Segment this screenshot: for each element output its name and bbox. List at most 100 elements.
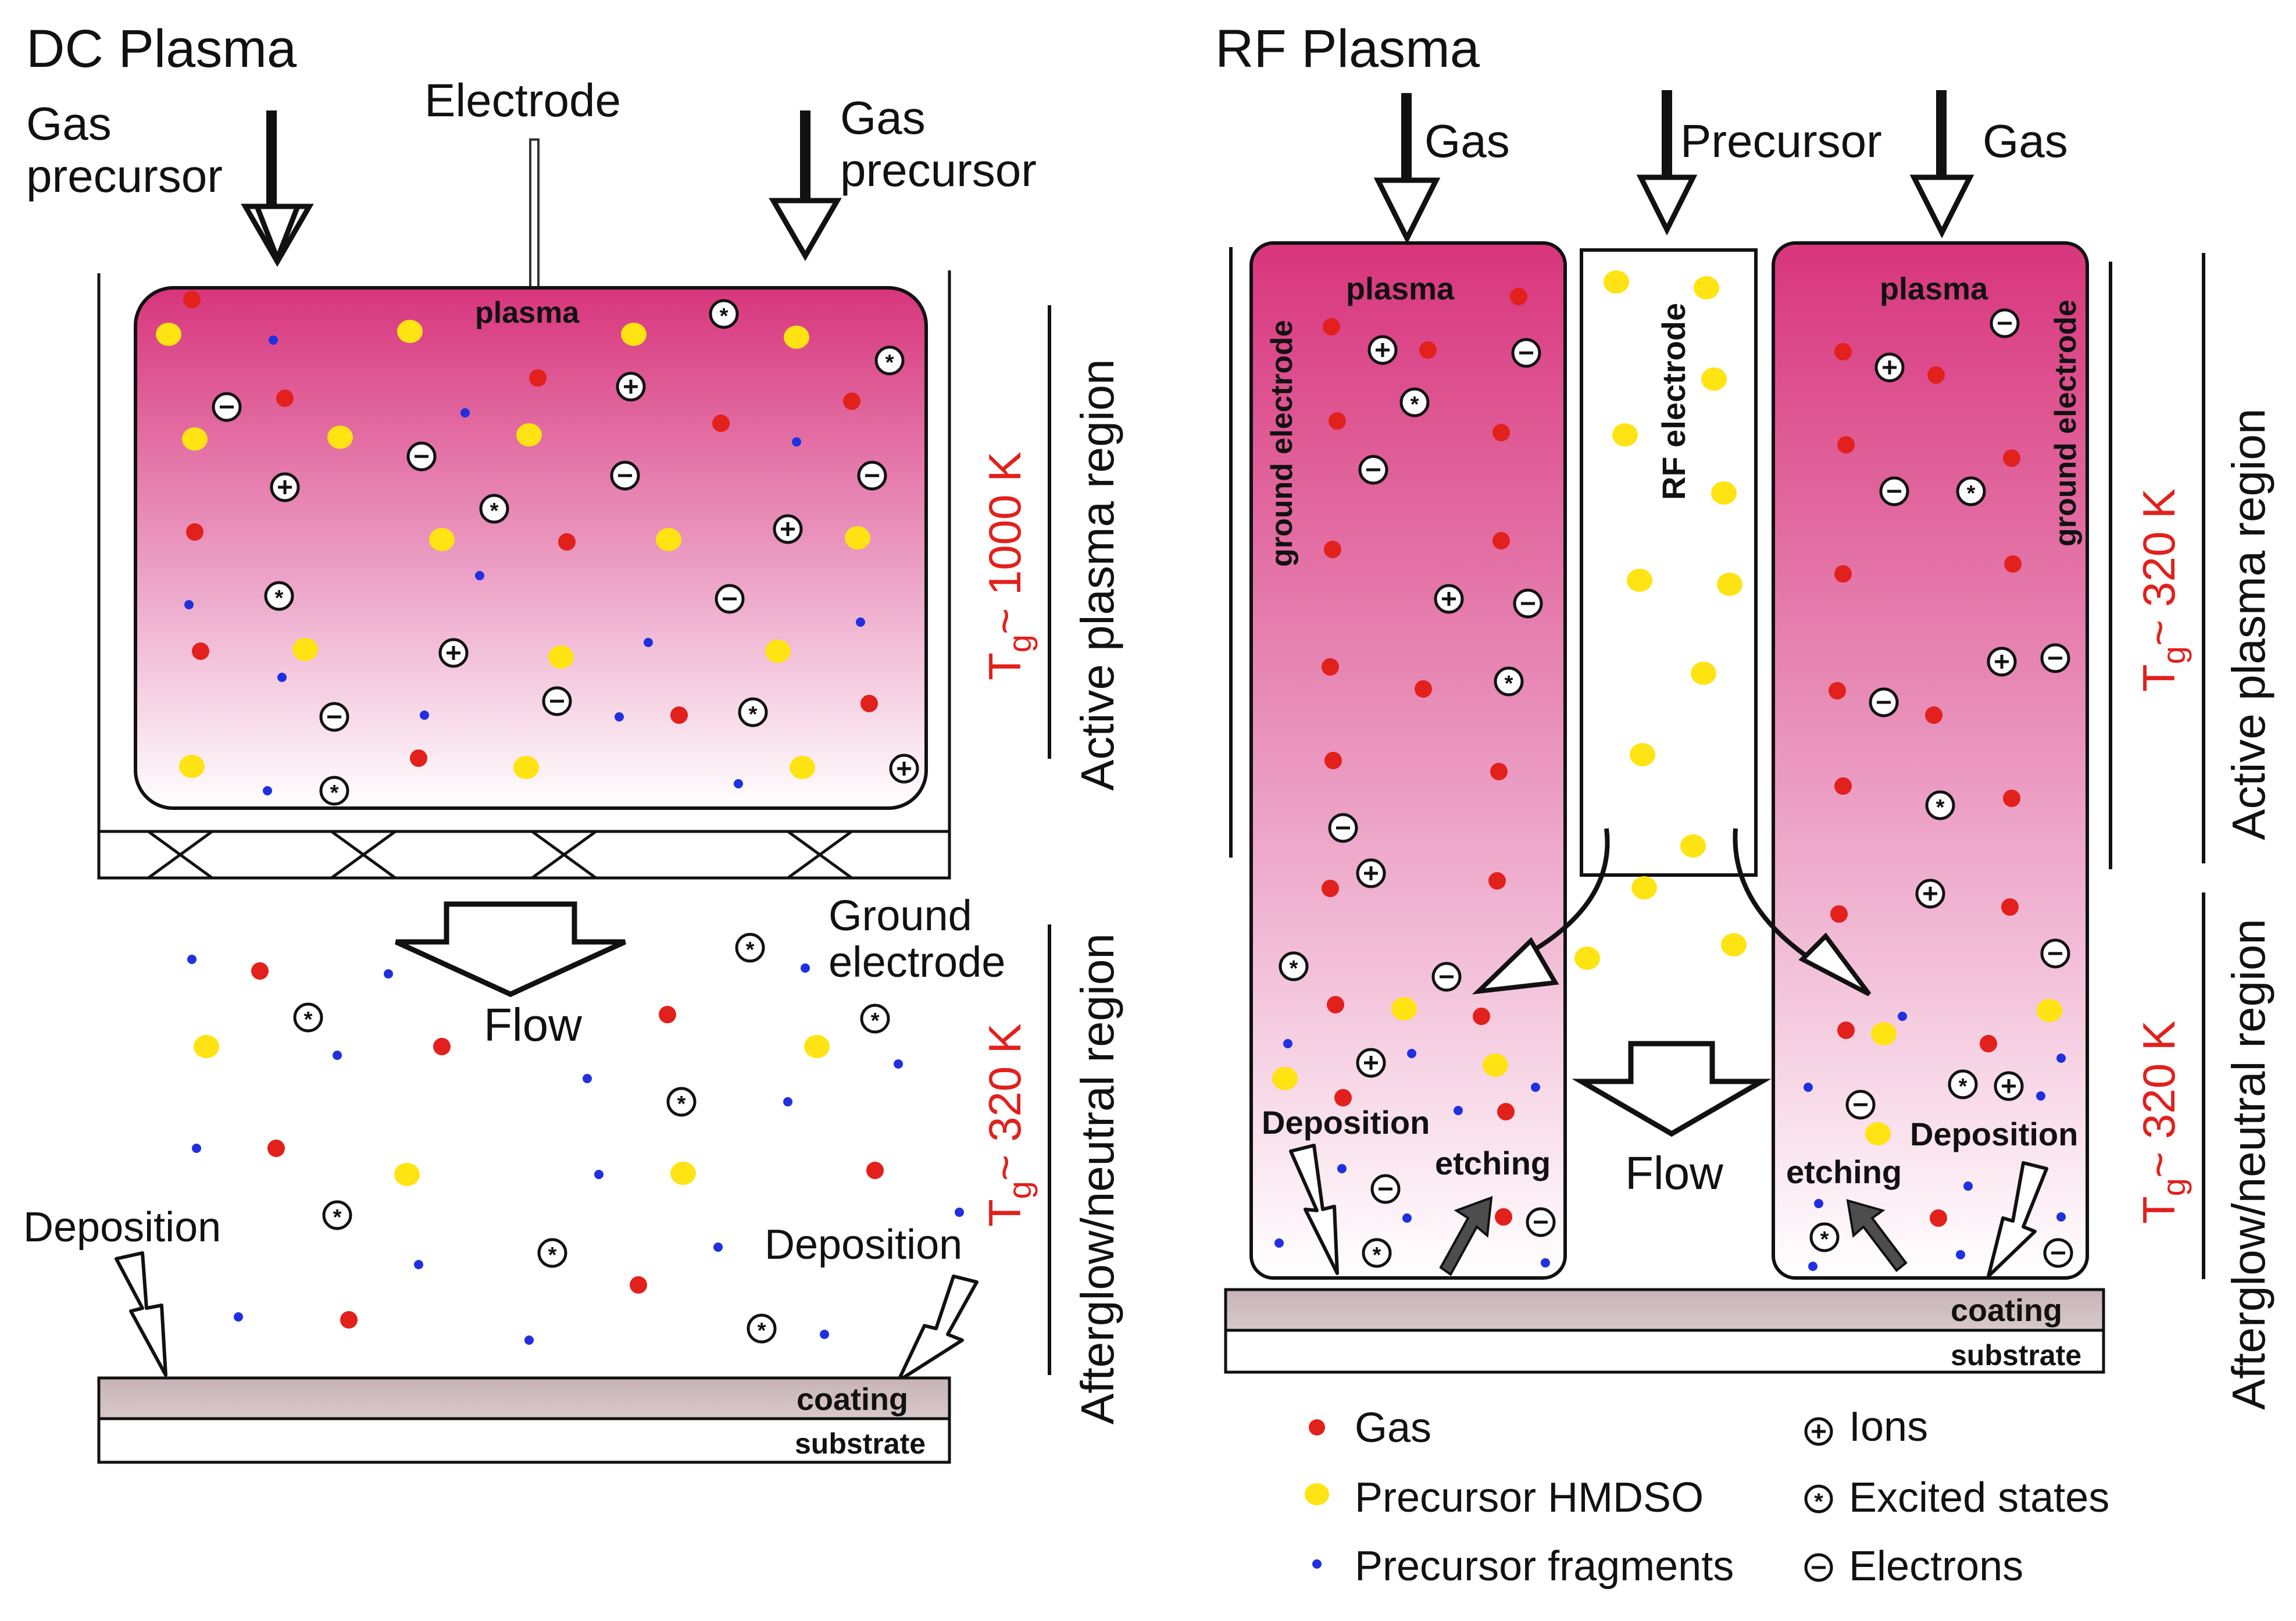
ion-icon [1874, 352, 1905, 383]
excited-state-icon: * [1956, 476, 1986, 506]
rf-temp-active-label: Tg~ 320 K [2133, 488, 2192, 692]
precursor-particle [1694, 276, 1719, 299]
dc-electrode-rod [529, 138, 540, 292]
gas-particle [192, 642, 209, 660]
rf-flow-label: Flow [1625, 1147, 1723, 1199]
excited-state-icon: * [1809, 1222, 1840, 1252]
precursor-particle [548, 645, 574, 669]
precursor-particle [765, 640, 791, 663]
precursor-particle [1391, 997, 1417, 1020]
rf-deposition-label-left: Deposition [1262, 1104, 1430, 1141]
svg-text:*: * [1967, 481, 1976, 506]
precursor-particle [1871, 1022, 1897, 1045]
fragment-particle [644, 638, 653, 647]
rf-electrode-box [1580, 248, 1758, 877]
svg-text:*: * [677, 1092, 686, 1116]
precursor-particle [394, 1163, 420, 1186]
fragment-particle [820, 1330, 829, 1339]
precursor-particle [845, 526, 870, 549]
legend-gas-marker [1309, 1419, 1325, 1436]
svg-text:*: * [1936, 795, 1945, 820]
gas-particle [1834, 343, 1852, 360]
fragment-particle [1541, 1258, 1550, 1267]
rf-plasma-label-left: plasma [1346, 272, 1455, 306]
gas-particle [186, 523, 203, 541]
ion-icon [1367, 335, 1398, 365]
fragment-particle [734, 779, 743, 788]
gas-particle [1497, 1103, 1515, 1120]
electron-icon [212, 392, 242, 422]
svg-text:*: * [885, 351, 894, 375]
dc-title: DC Plasma [26, 19, 297, 78]
legend-ions-label: Ions [1849, 1404, 1928, 1450]
gas-particle [1322, 880, 1339, 897]
svg-text:*: * [330, 781, 339, 805]
rf-active-region-label: Active plasma region [2223, 408, 2274, 840]
ion-icon [1356, 1048, 1386, 1078]
legend-gas-label: Gas [1355, 1405, 1431, 1451]
svg-text:*: * [1814, 1489, 1823, 1515]
electron-icon [1845, 1090, 1876, 1120]
fragment-particle [1337, 1164, 1347, 1173]
fragment-particle [333, 1051, 342, 1060]
legend-fragments-label: Precursor fragments [1355, 1543, 1734, 1590]
dc-gas-label-left-line1: Gas [26, 98, 112, 149]
gas-particle [2001, 898, 2019, 916]
electron-icon [1869, 687, 1899, 717]
gas-particle [1473, 1008, 1490, 1025]
gas-particle [630, 1276, 647, 1294]
fragment-particle [1283, 1039, 1292, 1048]
fragment-particle [1814, 1199, 1823, 1208]
legend-item-precursor: Precursor HMDSO [1305, 1474, 1704, 1521]
rf-plasma-channel-right [1772, 241, 2089, 1280]
electron-icon [1511, 338, 1541, 368]
rf-deposition-label-right: Deposition [1910, 1116, 2078, 1152]
fragment-particle [792, 437, 801, 447]
rf-flow-curve-arrowhead-left [1472, 937, 1559, 995]
dc-temp-active-label: Tg~ 1000 K [979, 452, 1038, 680]
dc-ground-electrode-label-line1: Ground [829, 891, 972, 940]
gas-particle [1495, 1208, 1512, 1226]
legend-ion-icon [1804, 1417, 1833, 1446]
precursor-particle [1272, 1067, 1298, 1090]
rf-gas-label-left: Gas [1424, 115, 1510, 167]
electron-icon [1370, 1174, 1401, 1204]
svg-text:*: * [275, 586, 284, 610]
svg-text:*: * [490, 499, 499, 523]
fragment-particle [801, 963, 810, 973]
precursor-particle [670, 1162, 696, 1185]
dc-coating-label: coating [797, 1382, 908, 1417]
precursor-particle [1604, 270, 1629, 294]
gas-particle [670, 706, 688, 724]
rf-deposition-arrow-right [1987, 1161, 2048, 1278]
svg-text:*: * [871, 1009, 880, 1033]
rf-substrate-layer [1224, 1329, 2105, 1374]
rf-particles: ******** [1272, 270, 2073, 1271]
dc-plasma-chamber [134, 286, 928, 810]
legend-electrons-label: Electrons [1849, 1543, 2023, 1590]
gas-particle [340, 1311, 358, 1329]
svg-text:*: * [720, 304, 729, 329]
rf-electrode-label: RF electrode [1655, 303, 1692, 500]
precursor-particle [292, 638, 318, 661]
gas-particle [843, 392, 860, 410]
fragment-particle [713, 1242, 723, 1252]
fragment-particle [2036, 1091, 2045, 1101]
excited-state-icon: * [1399, 387, 1430, 417]
precursor-particle [156, 323, 181, 346]
rf-etching-label-left: etching [1435, 1145, 1551, 1181]
fragment-particle [783, 1097, 792, 1106]
gas-particle [1324, 752, 1342, 769]
precursor-particle [179, 755, 205, 778]
gas-particle [2003, 790, 2020, 807]
excited-state-icon: * [874, 345, 905, 376]
dc-ground-electrode-mesh [97, 830, 951, 880]
fragment-particle [475, 571, 484, 580]
ion-icon [1987, 647, 2017, 677]
fragment-particle [524, 1336, 534, 1345]
precursor-particle [790, 756, 815, 779]
legend-excited-label: Excited states [1849, 1474, 2109, 1521]
rf-gas-inlet-arrow-right [1909, 90, 1974, 238]
fragment-particle [234, 1312, 243, 1322]
ion-icon [616, 372, 646, 402]
